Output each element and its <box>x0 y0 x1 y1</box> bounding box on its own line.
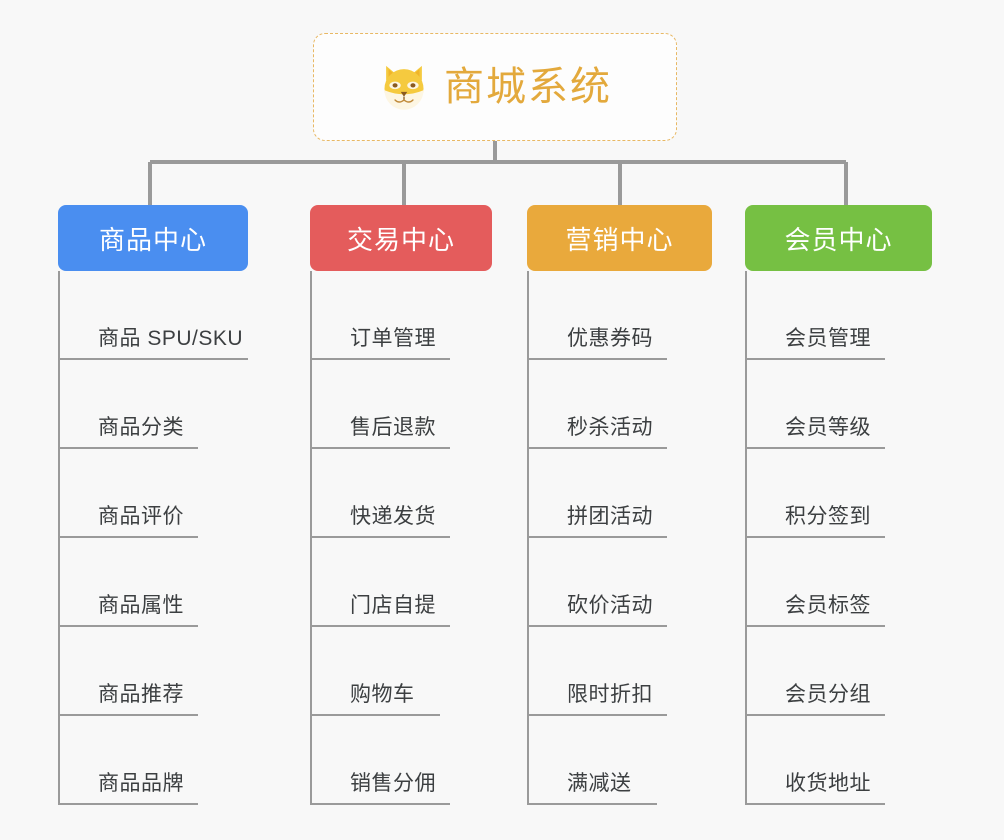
leaf-item[interactable]: 快递发货 <box>310 449 492 538</box>
category-column: 交易中心订单管理售后退款快递发货门店自提购物车销售分佣 <box>310 205 492 805</box>
leaf-item[interactable]: 秒杀活动 <box>527 360 712 449</box>
category-column: 商品中心商品 SPU/SKU 商品分类商品评价商品属性商品推荐商品品牌 <box>58 205 248 805</box>
leaf-item[interactable]: 商品分类 <box>58 360 248 449</box>
leaf-item[interactable]: 商品推荐 <box>58 627 248 716</box>
leaf-underline: 会员管理 <box>745 322 885 360</box>
category-header-label: 会员中心 <box>784 224 893 255</box>
leaf-underline: 秒杀活动 <box>527 411 667 449</box>
leaf-underline: 商品评价 <box>58 500 198 538</box>
leaf-item[interactable]: 满减送 <box>527 716 712 805</box>
leaf-item-label: 砍价活动 <box>567 594 653 617</box>
leaf-item-label: 商品属性 <box>98 594 184 617</box>
category-header[interactable]: 营销中心 <box>527 205 712 271</box>
leaf-item-label: 订单管理 <box>350 327 436 350</box>
leaf-underline: 限时折扣 <box>527 678 667 716</box>
leaf-underline: 快递发货 <box>310 500 450 538</box>
leaf-underline: 订单管理 <box>310 322 450 360</box>
leaf-item[interactable]: 优惠券码 <box>527 271 712 360</box>
leaf-item[interactable]: 会员等级 <box>745 360 932 449</box>
leaf-item-label: 拼团活动 <box>567 505 653 528</box>
leaf-item[interactable]: 购物车 <box>310 627 492 716</box>
category-header[interactable]: 商品中心 <box>58 205 248 271</box>
leaf-underline: 售后退款 <box>310 411 450 449</box>
leaf-item[interactable]: 商品 SPU/SKU <box>58 271 248 360</box>
leaf-item-label: 商品品牌 <box>98 772 184 795</box>
category-column: 会员中心会员管理会员等级积分签到会员标签会员分组收货地址 <box>745 205 932 805</box>
leaf-item-label: 满减送 <box>567 772 632 795</box>
leaf-item-label: 门店自提 <box>350 594 436 617</box>
leaf-underline: 积分签到 <box>745 500 885 538</box>
leaf-item-label: 快递发货 <box>350 505 436 528</box>
leaf-underline: 拼团活动 <box>527 500 667 538</box>
leaf-item-label: 商品分类 <box>98 416 184 439</box>
leaf-item-label: 优惠券码 <box>567 327 653 350</box>
leaf-item[interactable]: 会员分组 <box>745 627 932 716</box>
leaf-underline: 会员等级 <box>745 411 885 449</box>
leaf-item-label: 销售分佣 <box>350 772 436 795</box>
leaf-item-label: 会员标签 <box>785 594 871 617</box>
leaf-item-label: 收货地址 <box>785 772 871 795</box>
leaf-item[interactable]: 销售分佣 <box>310 716 492 805</box>
leaf-item[interactable]: 门店自提 <box>310 538 492 627</box>
leaf-item-label: 秒杀活动 <box>567 416 653 439</box>
leaf-item[interactable]: 商品评价 <box>58 449 248 538</box>
leaf-underline: 会员标签 <box>745 589 885 627</box>
category-header[interactable]: 交易中心 <box>310 205 492 271</box>
leaf-item-label: 会员等级 <box>785 416 871 439</box>
leaf-item[interactable]: 售后退款 <box>310 360 492 449</box>
category-header-label: 营销中心 <box>565 224 674 255</box>
leaf-item-label: 限时折扣 <box>567 683 653 706</box>
leaf-item[interactable]: 砍价活动 <box>527 538 712 627</box>
leaf-underline: 商品 SPU/SKU <box>58 322 248 360</box>
leaf-underline: 商品属性 <box>58 589 198 627</box>
leaf-underline: 会员分组 <box>745 678 885 716</box>
leaf-underline: 门店自提 <box>310 589 450 627</box>
leaf-list: 优惠券码秒杀活动拼团活动砍价活动限时折扣满减送 <box>527 271 712 805</box>
leaf-underline: 商品品牌 <box>58 767 198 805</box>
leaf-underline: 收货地址 <box>745 767 885 805</box>
leaf-item[interactable]: 订单管理 <box>310 271 492 360</box>
leaf-underline: 优惠券码 <box>527 322 667 360</box>
leaf-underline: 购物车 <box>310 678 440 716</box>
category-header-label: 交易中心 <box>346 224 455 255</box>
leaf-item[interactable]: 商品属性 <box>58 538 248 627</box>
leaf-list: 商品 SPU/SKU 商品分类商品评价商品属性商品推荐商品品牌 <box>58 271 248 805</box>
shiba-dog-face-icon <box>384 65 424 110</box>
leaf-item-label: 积分签到 <box>785 505 871 528</box>
leaf-item-label: 商品评价 <box>98 505 184 528</box>
leaf-item[interactable]: 积分签到 <box>745 449 932 538</box>
leaf-item-label: 购物车 <box>350 683 415 706</box>
leaf-item-label: 会员分组 <box>785 683 871 706</box>
leaf-item[interactable]: 收货地址 <box>745 716 932 805</box>
leaf-item[interactable]: 会员管理 <box>745 271 932 360</box>
leaf-underline: 销售分佣 <box>310 767 450 805</box>
leaf-item-label: 售后退款 <box>350 416 436 439</box>
category-header[interactable]: 会员中心 <box>745 205 932 271</box>
leaf-item[interactable]: 商品品牌 <box>58 716 248 805</box>
leaf-underline: 砍价活动 <box>527 589 667 627</box>
leaf-item[interactable]: 限时折扣 <box>527 627 712 716</box>
leaf-item-label: 会员管理 <box>785 327 871 350</box>
root-node[interactable]: 商城系统 <box>313 33 677 141</box>
leaf-list: 会员管理会员等级积分签到会员标签会员分组收货地址 <box>745 271 932 805</box>
leaf-item-label: 商品 SPU/SKU <box>98 327 244 350</box>
leaf-item[interactable]: 拼团活动 <box>527 449 712 538</box>
leaf-item-label: 商品推荐 <box>98 683 184 706</box>
category-header-label: 商品中心 <box>98 224 207 255</box>
leaf-underline: 满减送 <box>527 767 657 805</box>
leaf-underline: 商品推荐 <box>58 678 198 716</box>
leaf-list: 订单管理售后退款快递发货门店自提购物车销售分佣 <box>310 271 492 805</box>
category-column: 营销中心优惠券码秒杀活动拼团活动砍价活动限时折扣满减送 <box>527 205 712 805</box>
leaf-underline: 商品分类 <box>58 411 198 449</box>
root-title: 商城系统 <box>444 65 612 109</box>
leaf-item[interactable]: 会员标签 <box>745 538 932 627</box>
